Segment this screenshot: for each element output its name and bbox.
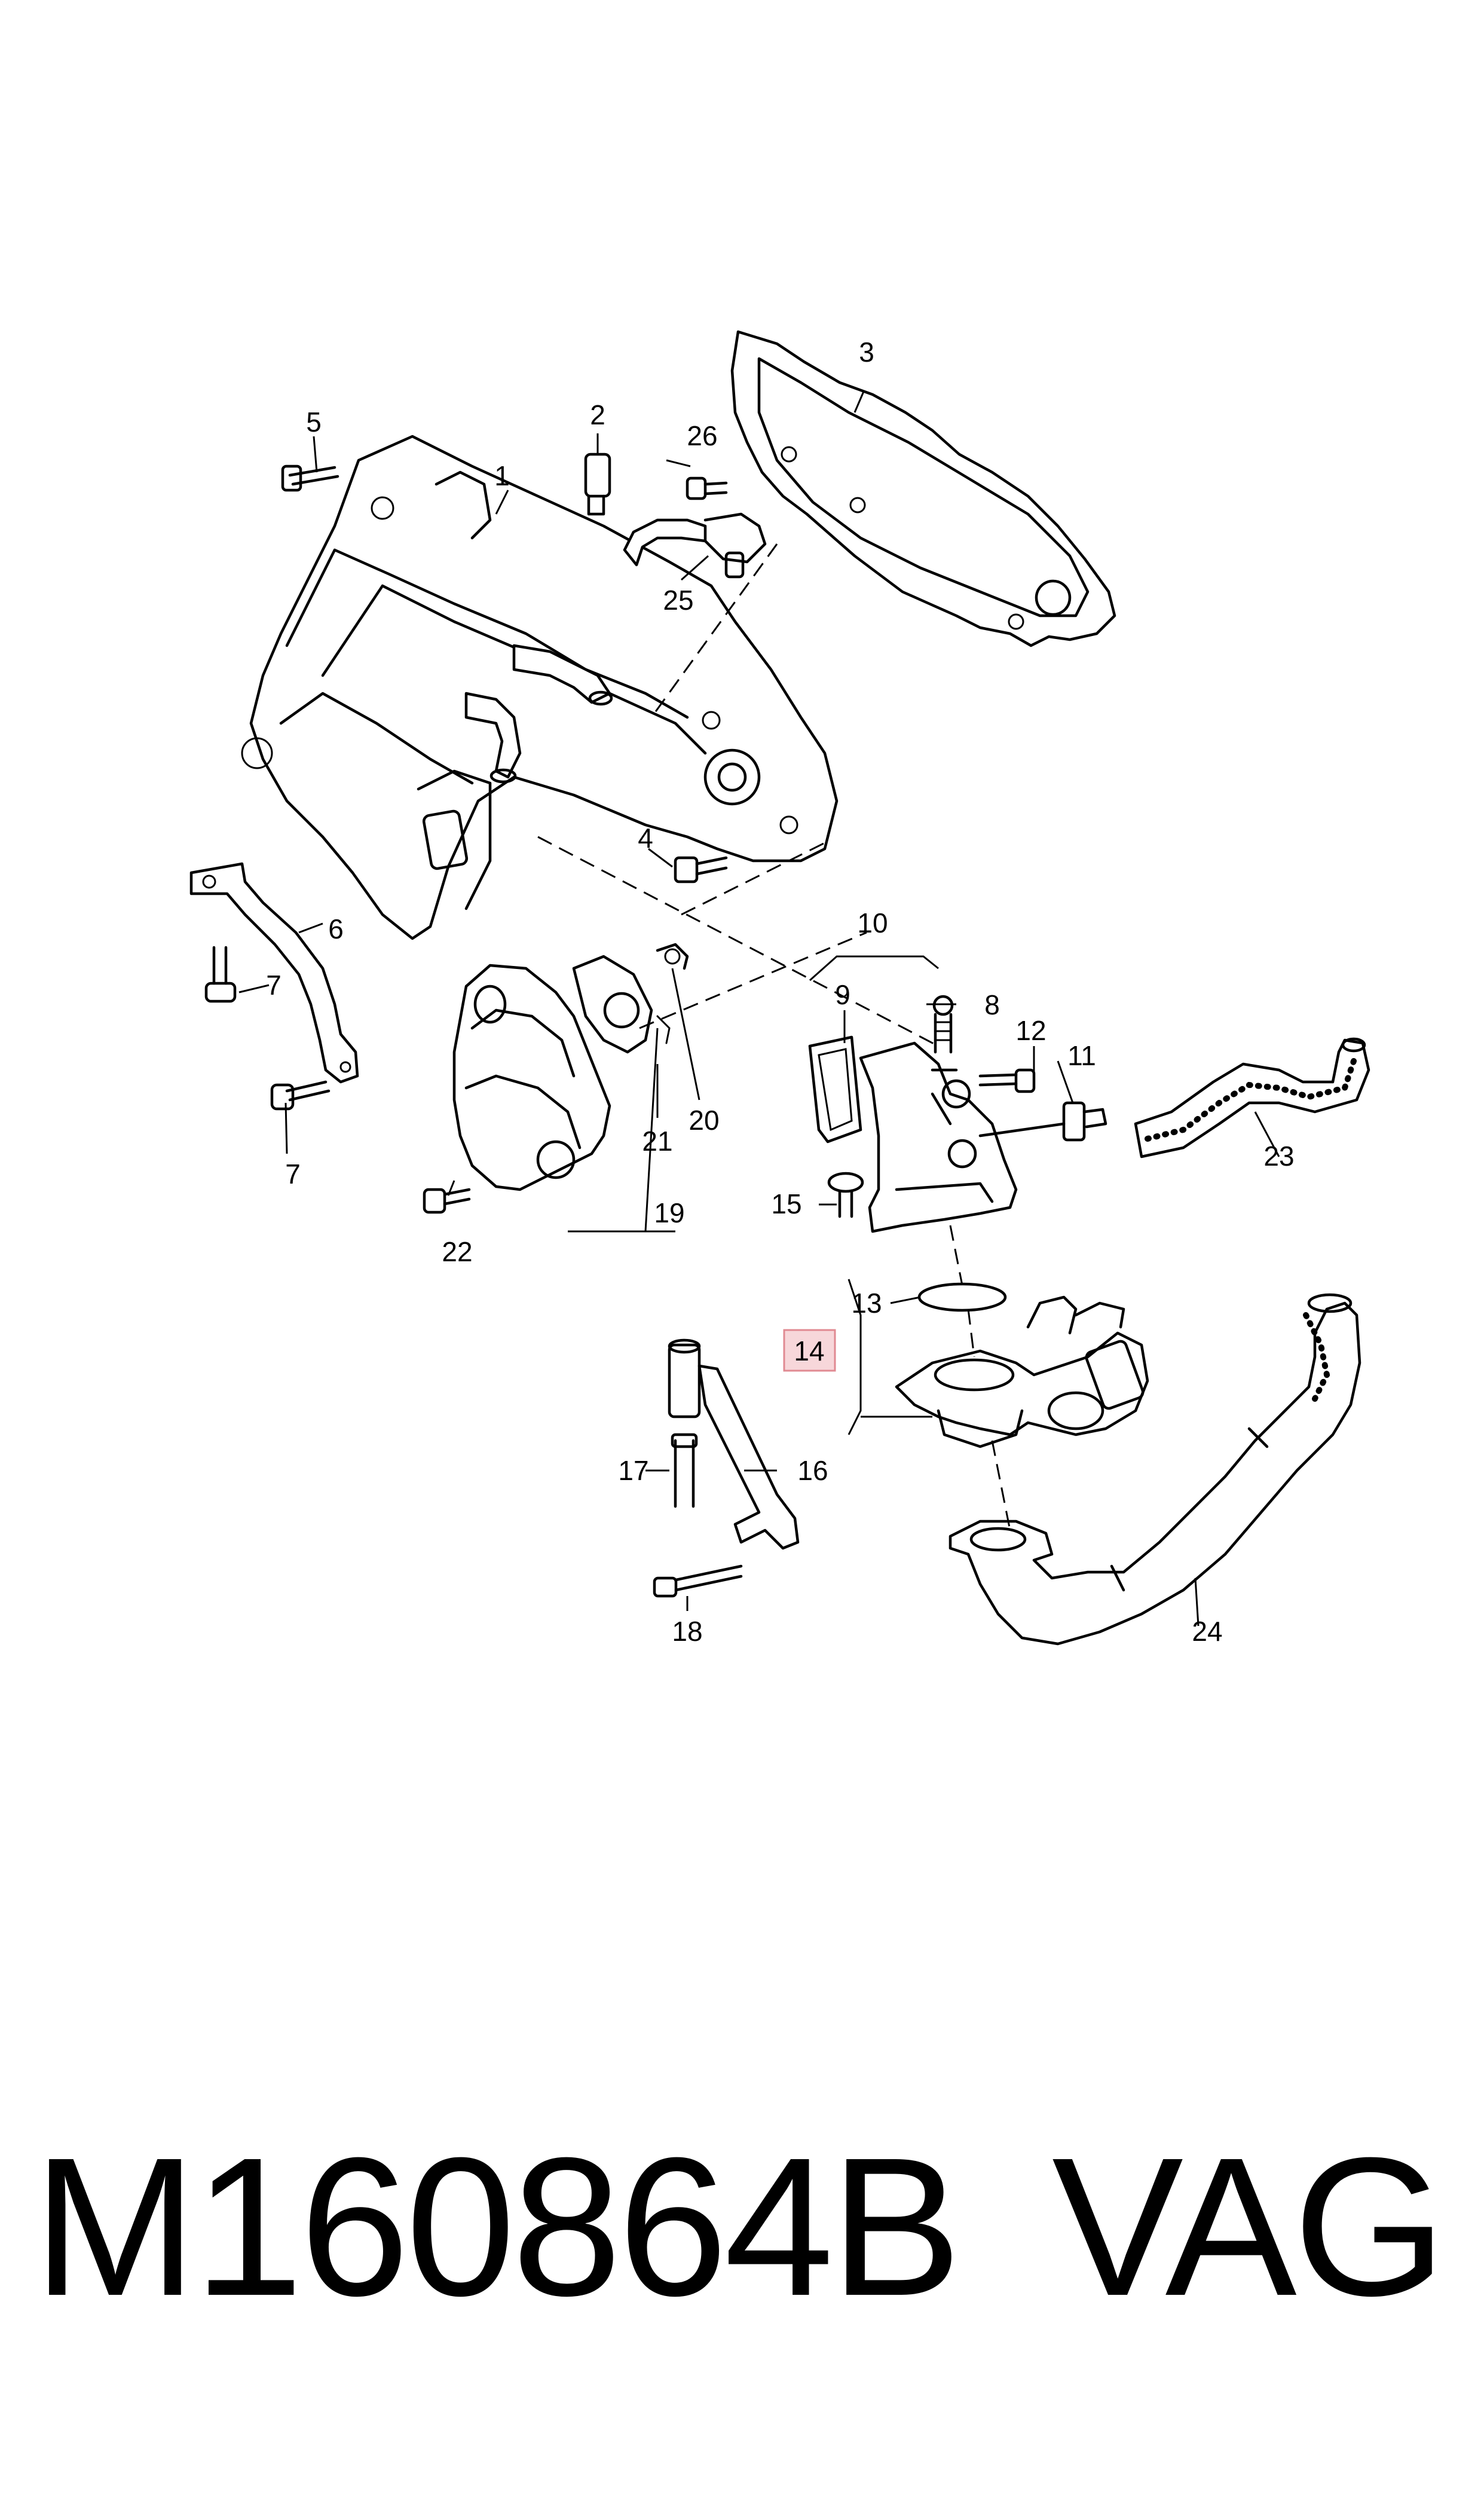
gasket-part-9 bbox=[808, 1035, 862, 1144]
label-26: 26 bbox=[687, 420, 717, 451]
bolt-part-26 bbox=[686, 476, 728, 500]
hose-part-23 bbox=[1134, 1037, 1370, 1158]
pipe-part-24 bbox=[948, 1293, 1361, 1646]
label-19: 19 bbox=[654, 1197, 684, 1228]
o-ring-part-13 bbox=[917, 1282, 1007, 1312]
bracket-part-6 bbox=[189, 862, 359, 1084]
label-9: 9 bbox=[835, 979, 850, 1010]
hose-part-25 bbox=[623, 512, 767, 579]
label-21: 21 bbox=[642, 1126, 672, 1157]
label-6: 6 bbox=[328, 913, 344, 944]
label-4: 4 bbox=[638, 823, 653, 854]
gasket-part-21 bbox=[656, 1015, 671, 1044]
label-17: 17 bbox=[618, 1455, 648, 1486]
label-20: 20 bbox=[689, 1105, 719, 1136]
label-14-highlight bbox=[783, 1329, 836, 1372]
sensor-part-11 bbox=[978, 1101, 1107, 1142]
label-3: 3 bbox=[859, 337, 874, 368]
label-1: 1 bbox=[494, 460, 510, 491]
leader-lines bbox=[238, 391, 1280, 1627]
sensor-part-2 bbox=[584, 453, 611, 516]
label-7a: 7 bbox=[266, 970, 281, 1001]
egr-cooler-part-1 bbox=[241, 435, 839, 940]
part-code: M160864B bbox=[33, 2116, 962, 2337]
label-18: 18 bbox=[672, 1616, 702, 1647]
alignment-lines bbox=[537, 543, 1011, 1531]
egr-valve-part-19 bbox=[452, 955, 653, 1191]
bolt-part-4 bbox=[674, 856, 728, 883]
bracket-part-16 bbox=[697, 1364, 800, 1550]
bolt-part-5 bbox=[281, 464, 339, 492]
bolt-part-22 bbox=[423, 1188, 471, 1214]
label-8: 8 bbox=[984, 989, 1000, 1020]
gasket-part-20 bbox=[656, 943, 689, 970]
brand-name: VAG bbox=[1052, 2116, 1446, 2337]
label-25: 25 bbox=[663, 585, 693, 616]
label-7b: 7 bbox=[285, 1158, 301, 1190]
label-2: 2 bbox=[590, 399, 605, 430]
spacer-part-17 bbox=[668, 1338, 701, 1508]
label-22: 22 bbox=[442, 1236, 472, 1267]
label-5: 5 bbox=[306, 406, 322, 438]
label-15: 15 bbox=[771, 1188, 801, 1219]
label-13: 13 bbox=[851, 1288, 882, 1319]
label-11: 11 bbox=[1067, 1040, 1096, 1071]
bolts-part-7 bbox=[204, 946, 331, 1111]
bolt-part-18 bbox=[653, 1564, 743, 1598]
gasket-part-3 bbox=[730, 330, 1116, 647]
label-14[interactable]: 14 bbox=[794, 1335, 824, 1366]
flange-part-10 bbox=[859, 1041, 1018, 1233]
bolt-part-15 bbox=[827, 1172, 864, 1218]
label-10: 10 bbox=[857, 907, 888, 938]
egr-valve-part-14 bbox=[895, 1295, 1149, 1448]
label-12: 12 bbox=[1015, 1015, 1046, 1046]
callout-labels: 1 2 3 4 5 6 7 7 8 9 10 11 12 13 14 15 16… bbox=[266, 337, 1294, 1647]
bolt-part-12 bbox=[978, 1068, 1036, 1093]
label-16: 16 bbox=[797, 1455, 828, 1486]
label-24: 24 bbox=[1192, 1616, 1222, 1647]
label-23: 23 bbox=[1263, 1141, 1294, 1172]
stud-part-8 bbox=[932, 995, 954, 1054]
